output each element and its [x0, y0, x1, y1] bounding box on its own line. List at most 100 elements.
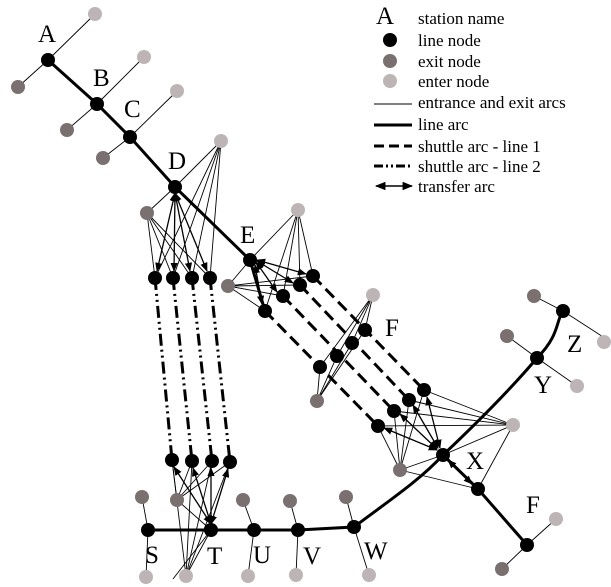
line-node — [204, 523, 218, 537]
enter-nodes — [88, 7, 611, 584]
enter-node — [570, 379, 584, 393]
line-node — [185, 271, 199, 285]
enter-node — [506, 418, 520, 432]
legend-line-node-swatch — [383, 33, 397, 47]
station-label-t: T — [207, 543, 222, 570]
exit-node — [236, 493, 250, 507]
line-node — [556, 304, 570, 318]
enter-node — [366, 288, 380, 302]
enter-node — [241, 569, 255, 583]
exit-node — [135, 490, 149, 504]
station-label-b: B — [93, 65, 110, 92]
line-node — [345, 336, 359, 350]
line-nodes — [41, 53, 570, 552]
legend-label-entrance-exit: entrance and exit arcs — [418, 93, 566, 112]
enter-node — [597, 335, 611, 349]
exit-node — [96, 151, 110, 165]
line-node — [402, 393, 416, 407]
line-node — [530, 351, 544, 365]
station-label-a: A — [38, 21, 56, 48]
line-node — [203, 271, 217, 285]
line-node — [258, 304, 272, 318]
station-label-f-lower: F — [526, 492, 540, 519]
line-node — [166, 271, 180, 285]
station-label-f-upper: F — [385, 315, 399, 342]
line-node — [41, 53, 55, 67]
line-node — [148, 271, 162, 285]
line-node — [471, 482, 485, 496]
station-label-w: W — [364, 538, 388, 565]
line-node — [387, 404, 401, 418]
station-label-y: Y — [534, 372, 552, 399]
enter-node — [170, 84, 184, 98]
exit-node — [170, 493, 184, 507]
station-label-v: V — [303, 543, 321, 570]
line-node — [185, 454, 199, 468]
enter-node — [362, 568, 376, 582]
station-label-x: X — [466, 448, 484, 475]
line-node — [223, 455, 237, 469]
legend-label-enter-node: enter node — [418, 72, 489, 91]
station-label-u: U — [253, 542, 271, 569]
line-node — [123, 130, 137, 144]
exit-node — [527, 289, 541, 303]
station-labels: A B C D E F X F Y Z S T U V W — [38, 21, 582, 570]
line-node — [243, 253, 257, 267]
station-label-d: D — [168, 148, 186, 175]
line-node — [291, 523, 305, 537]
enter-node — [88, 7, 102, 21]
enter-node — [289, 568, 303, 582]
station-label-z: Z — [567, 331, 582, 358]
legend-label-line-node: line node — [418, 31, 481, 50]
line-node — [358, 323, 372, 337]
station-label-s: S — [145, 542, 159, 569]
enter-node — [179, 569, 193, 583]
line-node — [313, 360, 327, 374]
line-node — [276, 289, 290, 303]
legend-label-station: station name — [418, 9, 504, 28]
legend-label-shuttle-1: shuttle arc - line 1 — [418, 137, 541, 156]
exit-node — [495, 562, 509, 576]
enter-node — [214, 134, 228, 148]
line-node — [90, 97, 104, 111]
exit-node — [60, 123, 74, 137]
exit-node — [339, 490, 353, 504]
line-node — [293, 278, 307, 292]
exit-node — [310, 394, 324, 408]
legend-exit-node-swatch — [383, 54, 397, 68]
legend-label-line-arc: line arc — [418, 115, 469, 134]
line-node — [436, 448, 450, 462]
exit-nodes — [11, 80, 541, 576]
shuttle-arcs-line-2 — [153, 277, 232, 463]
line-node — [168, 180, 182, 194]
exit-node — [11, 80, 25, 94]
enter-node — [139, 570, 153, 584]
line-node — [371, 419, 385, 433]
line-node — [205, 454, 219, 468]
line-node — [306, 269, 320, 283]
station-label-c: C — [124, 96, 141, 123]
enter-node — [549, 512, 563, 526]
line-node — [165, 453, 179, 467]
line-node — [141, 523, 155, 537]
legend: A station name line node exit node enter… — [374, 3, 566, 196]
exit-node — [500, 329, 514, 343]
exit-node — [283, 494, 297, 508]
line-node — [347, 520, 361, 534]
line-node — [417, 383, 431, 397]
transfer-arcs — [155, 192, 473, 525]
legend-label-shuttle-2: shuttle arc - line 2 — [418, 157, 541, 176]
enter-node — [137, 50, 151, 64]
legend-label-transfer: transfer arc — [418, 177, 495, 196]
legend-enter-node-swatch — [383, 74, 397, 88]
line-node — [520, 538, 534, 552]
enter-node — [291, 203, 305, 217]
station-label-e: E — [240, 222, 255, 249]
exit-node — [393, 463, 407, 477]
legend-symbol-station: A — [376, 3, 394, 30]
exit-node — [221, 279, 235, 293]
line-node — [330, 349, 344, 363]
line-node — [247, 523, 261, 537]
exit-node — [140, 206, 154, 220]
